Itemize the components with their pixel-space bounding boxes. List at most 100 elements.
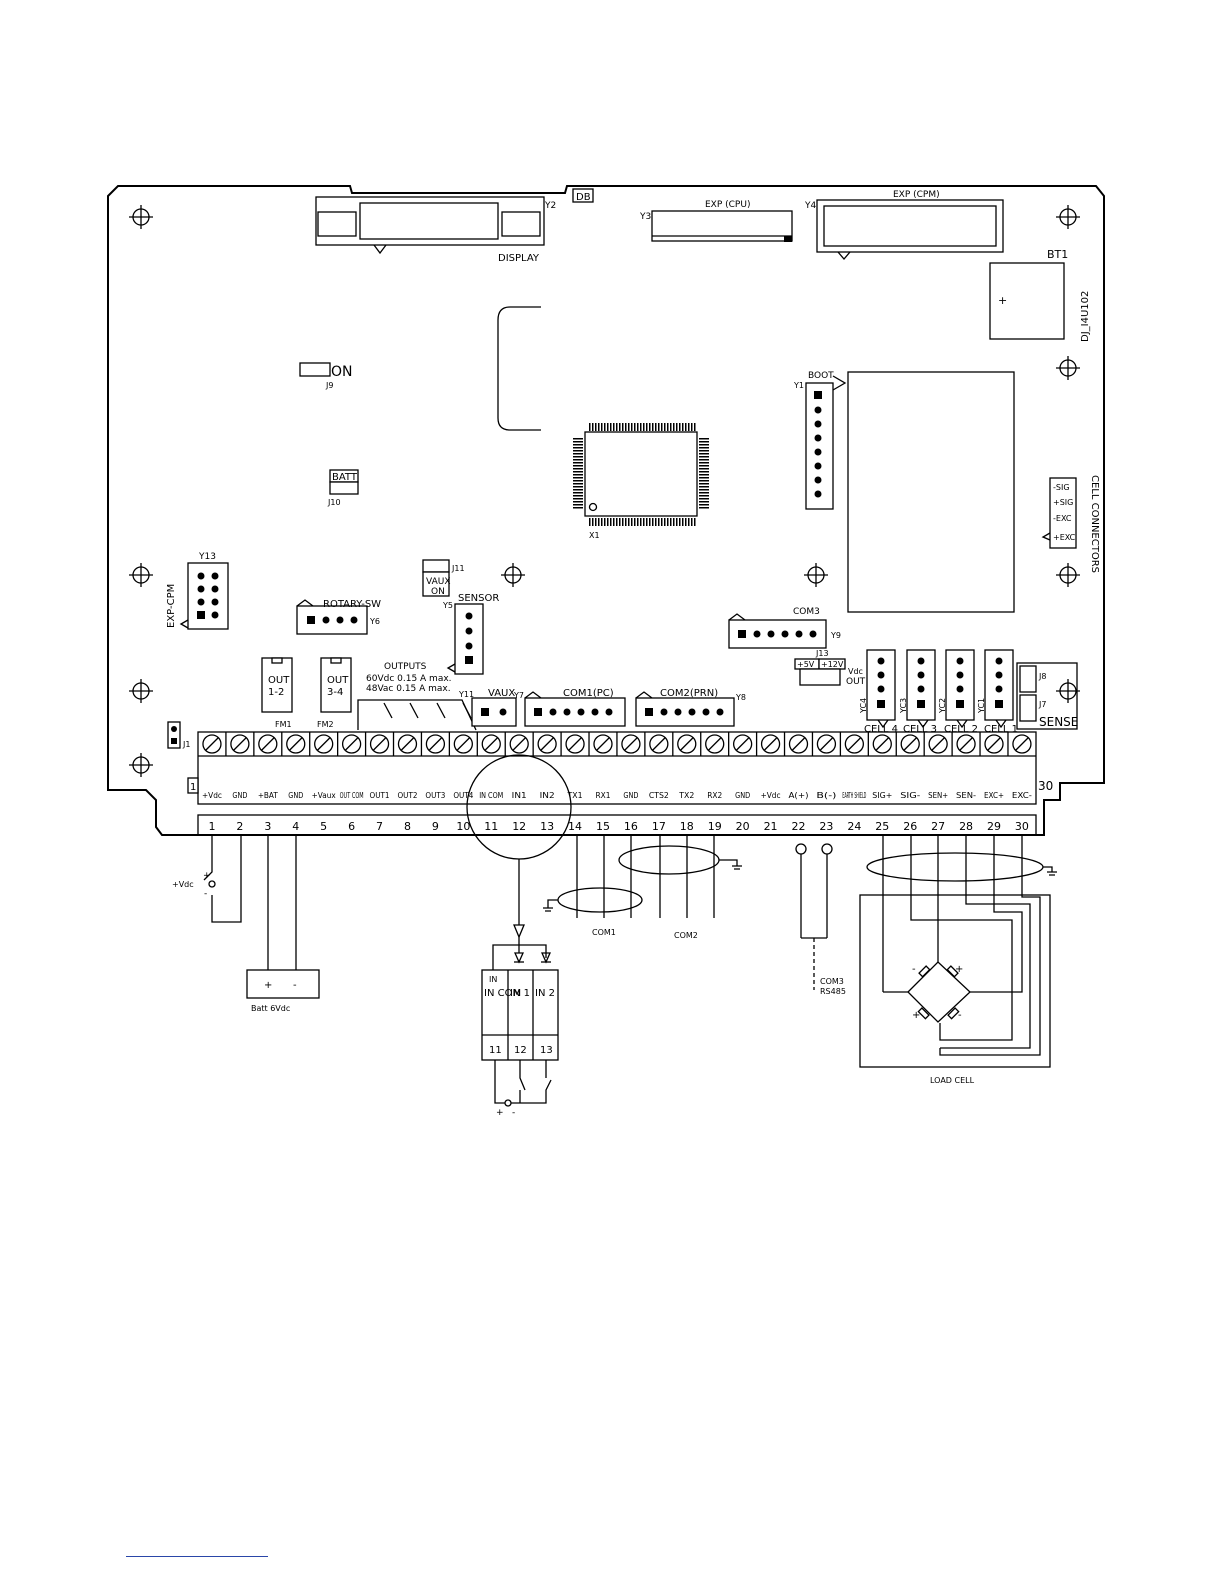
cpu-pin [573,465,583,467]
cell2-ref: YC2 [938,698,947,714]
load-cell-wiring: - + + - LOAD CELL [859,835,1057,1085]
display-connector: Y2 DISPLAY [315,196,556,264]
battery-label: BT1 [1047,248,1068,261]
cpu-pin [699,480,709,482]
cpu-pin [573,471,583,473]
cpu-pin [699,507,709,509]
input-number: 11 [489,1045,502,1056]
terminal-screw-icon [230,734,250,754]
terminal-screw-icon [760,734,781,754]
out12-fuse: OUT 1-2 FM1 [261,657,293,729]
cpu-pin [679,423,681,431]
com2-wiring: COM2 [618,835,742,940]
cpu-pin [649,518,651,526]
cpu-pin [699,495,709,497]
boot-ref: Y1 [793,381,804,390]
terminal-number: 1 [208,820,215,833]
cpu-pin [573,507,583,509]
terminal-screw-icon [202,734,222,754]
cpu-pin [676,518,678,526]
terminal-label: +Vdc [202,791,222,800]
terminal-label: OUT2 [397,791,417,800]
j8-label: J8 [1038,672,1046,681]
cell3-label: CELL 3 [903,724,937,735]
cpu-pin [637,423,639,431]
terminal-screw-icon [900,734,920,754]
terminal-label: RX1 [595,791,610,800]
input-header: IN 2 [535,988,555,999]
cpu-pin [699,444,709,446]
cell3-connector: YC3 CELL 3 [899,649,937,735]
cpu-pin [667,518,669,526]
cpu-pin [699,504,709,506]
input-number: 12 [514,1045,527,1056]
terminal-number: 16 [624,820,638,833]
cpu-pin [610,423,612,431]
cpu-pin [699,462,709,464]
rotary-switch-connector: ROTARY-SW Y6 [296,599,381,635]
cell2-connector: YC2 CELL 2 [938,649,978,735]
cpu-ref: X1 [589,531,600,540]
cpu-pin [601,518,603,526]
cpu-pin [694,518,696,526]
cpu-pin [646,518,648,526]
cpu-pin [643,518,645,526]
board-code: DJ_I4U102 [1080,291,1091,342]
volt-sel-12v: +12V [821,660,844,669]
exp-cpm-side-label: EXP-CPM [166,584,177,628]
rotary-sw-ref: Y6 [369,617,380,626]
terminal-number: 21 [764,820,778,833]
rotary-sw-label: ROTARY-SW [323,599,381,610]
input-highlight-circle [466,754,572,860]
terminal-number: 18 [680,820,694,833]
com1-wiring: COM1 [543,835,643,937]
terminal-number: 25 [875,820,889,833]
outputs-spec-1: 60Vdc 0.15 A max. [366,674,452,684]
sensor-ref: Y5 [442,601,453,610]
bridge-plus: + [912,1010,920,1021]
outputs-spec-2: 48Vac 0.15 A max. [366,684,451,694]
cpu-pin [573,495,583,497]
cpu-pin [573,501,583,503]
terminal-number: 27 [931,820,945,833]
sense-label: SENSE [1039,715,1078,729]
cpu-pin [598,518,600,526]
cpu-pin [652,423,654,431]
out12-label-1: OUT [268,675,290,686]
input-number: 13 [540,1045,553,1056]
j1-label: J1 [182,740,190,749]
com2-prn-connector: COM2(PRN) Y8 [635,688,746,727]
terminal-label: GND [288,791,303,800]
batt-plus: + [264,980,272,991]
cpu-pin [598,423,600,431]
terminal-number: 30 [1015,820,1029,833]
outputs-title: OUTPUTS [384,662,427,672]
cell4-connector: YC4 CELL 4 [859,649,898,735]
mount-hole-icon [804,563,828,587]
terminal-number: 29 [987,820,1001,833]
com1-pc-label: COM1(PC) [563,688,614,699]
terminal-number: 28 [959,820,973,833]
volt-sel-note: Vdc [848,667,863,676]
com2-prn-ref: Y8 [735,693,746,702]
outputs-relays: OUTPUTS 60Vdc 0.15 A max. 48Vac 0.15 A m… [357,662,477,731]
terminal-label: GND [735,791,750,800]
cpu-pin [655,518,657,526]
terminal-screw-icon [984,734,1004,754]
com3-ref: Y9 [830,631,841,640]
com3-wiring-label-2: RS485 [820,987,846,996]
cpu-pin [676,423,678,431]
cpu-pin [573,489,583,491]
out12-label-2: 1-2 [268,687,284,698]
terminal-screw-icon [369,734,390,754]
cpu-pin [670,423,672,431]
mount-hole-icon [1056,205,1080,229]
cpu-pin [604,423,606,431]
terminal-label: B(-) [816,791,836,800]
com1-pc-ref: Y7 [513,691,524,700]
vdc-minus: - [204,889,207,899]
cpu-pin [661,423,663,431]
cpu-pin [688,518,690,526]
cpu-pin [699,450,709,452]
